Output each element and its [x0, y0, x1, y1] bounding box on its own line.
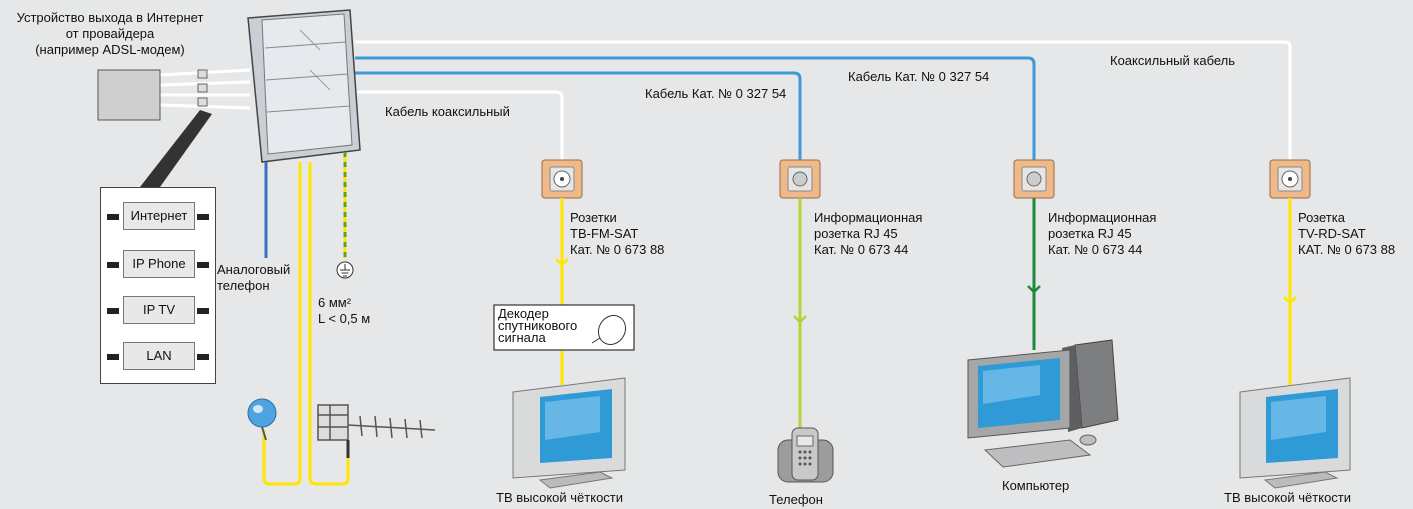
socket-label-line: КАТ. № 0 673 88: [1298, 242, 1396, 257]
cable-label-coax-2: Коаксильный кабель: [1110, 53, 1236, 68]
decoder-label-line: Декодер: [498, 306, 549, 321]
computer-icon: [967, 339, 1119, 468]
device-label-tv-1: ТВ высокой чёткости: [496, 490, 624, 505]
satellite-dish-icon: [247, 398, 277, 441]
cable-label-rj45-2: Кабель Кат. № 0 327 54: [848, 69, 990, 84]
socket-icon-2: [779, 159, 821, 199]
callout-wedge: [140, 110, 212, 187]
device-label-phone: Телефон: [769, 492, 823, 507]
provider-label-line-1: Устройство выхода в Интернет: [16, 10, 204, 25]
socket-icon-3: [1013, 159, 1055, 199]
socket-label-4: Розетка TV-RD-SAT КАТ. № 0 673 88: [1298, 210, 1395, 258]
socket-label-line: розетка RJ 45: [814, 226, 898, 241]
decoder-label-line: сигнала: [498, 330, 546, 345]
service-list: Интернет IP Phone IP TV LAN: [100, 187, 216, 384]
coax-cable-right: [355, 40, 1292, 160]
analog-phone-line-2: телефон: [217, 278, 270, 293]
rj45-cable-computer: [355, 56, 1036, 160]
socket-label-line: Кат. № 0 673 88: [570, 242, 665, 257]
service-label: IP TV: [123, 296, 195, 324]
ground-icon: [336, 261, 354, 279]
socket-icon-1: [541, 159, 583, 199]
provider-label-line-2: от провайдера: [65, 26, 155, 41]
socket-label-line: ТВ-FM-SAT: [570, 226, 639, 241]
provider-label: Устройство выхода в Интернет от провайде…: [0, 10, 220, 58]
service-item: IP TV: [101, 296, 215, 324]
socket-label-1: Розетки ТВ-FM-SAT Кат. № 0 673 88: [570, 210, 664, 258]
socket-label-line: Кат. № 0 673 44: [1048, 242, 1143, 257]
socket-label-line: Информационная: [814, 210, 923, 225]
socket-label-line: Розетка: [1298, 210, 1345, 225]
distribution-cabinet: [247, 9, 361, 163]
socket-label-2: Информационная розетка RJ 45 Кат. № 0 67…: [814, 210, 922, 258]
decoder-dish-icon: [591, 314, 627, 346]
service-label: Интернет: [123, 202, 195, 230]
service-item: LAN: [101, 342, 215, 370]
ground-line-1: 6 мм²: [318, 295, 352, 310]
socket-label-line: Информационная: [1048, 210, 1157, 225]
tv-antenna-icon: [317, 404, 436, 458]
tv-icon-2: [1239, 377, 1351, 489]
service-label: LAN: [123, 342, 195, 370]
decoder-box: [493, 304, 635, 351]
device-label-tv-2: ТВ высокой чёткости: [1224, 490, 1352, 505]
rj45-cable-phone: [355, 71, 802, 160]
socket-label-line: розетка RJ 45: [1048, 226, 1132, 241]
modem-connectors: [197, 69, 208, 107]
antenna-cables: [262, 162, 350, 486]
service-item: IP Phone: [101, 250, 215, 278]
cable-label-coax-1: Кабель коаксильный: [385, 104, 510, 119]
decoder-label: Декодер спутникового сигнала: [498, 306, 578, 345]
service-label: IP Phone: [123, 250, 195, 278]
device-label-computer: Компьютер: [1002, 478, 1070, 493]
phone-icon: [777, 427, 834, 483]
arrow-heads: [555, 258, 1297, 324]
decoder-label-line: спутникового: [498, 318, 578, 333]
socket-label-3: Информационная розетка RJ 45 Кат. № 0 67…: [1048, 210, 1156, 258]
socket-label-line: Кат. № 0 673 44: [814, 242, 909, 257]
provider-label-line-3: (например ADSL-модем): [35, 42, 185, 57]
socket-label-line: Розетки: [570, 210, 617, 225]
tv-icon-1: [512, 377, 626, 489]
modem-box: [97, 69, 161, 121]
analog-phone-line-1: Аналоговый: [217, 262, 291, 277]
cable-label-rj45-1: Кабель Кат. № 0 327 54: [645, 86, 787, 101]
ground-line-2: L < 0,5 м: [318, 311, 371, 326]
socket-label-line: TV-RD-SAT: [1298, 226, 1366, 241]
coax-cable-left: [355, 90, 564, 160]
socket-icon-4: [1269, 159, 1311, 199]
ground-label: 6 мм² L < 0,5 м: [318, 295, 370, 327]
service-item: Интернет: [101, 202, 215, 230]
analog-phone-label: Аналоговый телефон: [217, 262, 290, 294]
